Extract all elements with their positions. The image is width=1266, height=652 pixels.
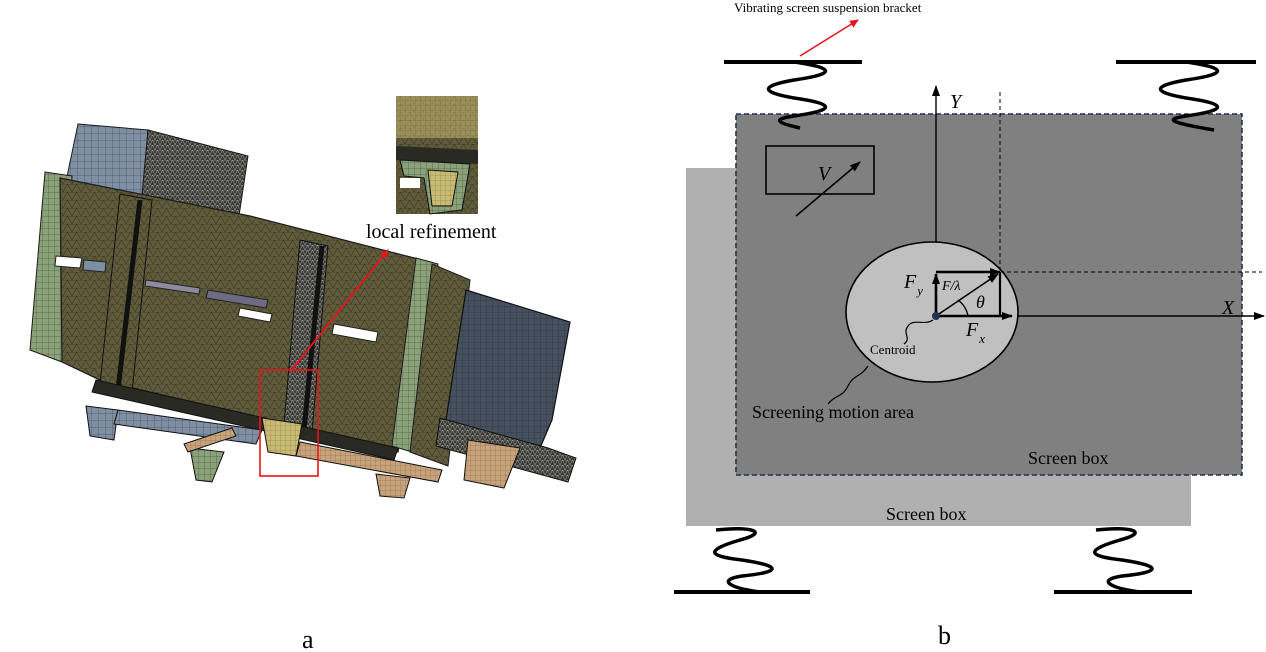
vector-v-label: V bbox=[818, 163, 833, 185]
screen-box-front-label: Screen box bbox=[1028, 448, 1108, 468]
mesh-slot-4 bbox=[237, 307, 273, 323]
theta-label: θ bbox=[976, 292, 985, 312]
mesh-lower-brace-2 bbox=[183, 427, 237, 453]
vector-v-box bbox=[765, 145, 875, 195]
spring-bottom-left bbox=[674, 526, 810, 594]
mesh-slot-2 bbox=[144, 279, 201, 295]
callout-local-refinement: local refinement bbox=[366, 221, 497, 243]
mesh-support-leg-2 bbox=[189, 447, 225, 483]
mesh-slot-1 bbox=[54, 255, 83, 269]
centroid-point bbox=[932, 312, 940, 320]
centroid-leader bbox=[903, 319, 934, 345]
centroid-label: Centroid bbox=[870, 342, 916, 357]
panel-a-mesh-model bbox=[29, 123, 577, 499]
x-axis-label: X bbox=[1221, 297, 1235, 319]
mesh-stiffener-right-edge bbox=[301, 245, 325, 431]
mesh-slot-1b bbox=[82, 259, 107, 273]
force-x-label: Fx bbox=[965, 319, 985, 346]
refinement-highlight-box bbox=[259, 369, 319, 477]
refinement-callout-arrow bbox=[289, 249, 389, 373]
motion-area-label: Screening motion area bbox=[752, 402, 914, 422]
motion-area-leader bbox=[827, 365, 869, 405]
mesh-stiffener-left-edge bbox=[115, 199, 143, 391]
mesh-support-leg-1 bbox=[85, 405, 119, 441]
y-axis-label: Y bbox=[950, 91, 963, 113]
mesh-lower-brace-4 bbox=[463, 439, 521, 489]
refinement-inset bbox=[396, 96, 478, 215]
panel-b-label: b bbox=[938, 621, 951, 650]
mesh-slot-5 bbox=[331, 323, 379, 343]
mesh-right-frame bbox=[409, 263, 471, 467]
vector-v-arrow bbox=[795, 161, 861, 217]
bracket-callout-arrow bbox=[799, 19, 859, 57]
mesh-slot-3 bbox=[205, 289, 269, 309]
panel-a-label: a bbox=[302, 625, 314, 652]
spring-top-right bbox=[1116, 60, 1256, 132]
screen-box-back-label: Screen box bbox=[886, 504, 966, 524]
theta-arc bbox=[957, 299, 969, 317]
mesh-support-leg-3 bbox=[261, 417, 303, 457]
mesh-lower-brace-3 bbox=[295, 441, 443, 483]
bracket-label: Vibrating screen suspension bracket bbox=[734, 0, 922, 15]
resultant-force-vector bbox=[935, 273, 999, 317]
mesh-support-leg-4 bbox=[375, 473, 411, 499]
force-y-label: Fy bbox=[903, 271, 923, 298]
screening-motion-area bbox=[845, 241, 1019, 383]
spring-bottom-right bbox=[1054, 526, 1192, 594]
force-ratio-label: F/λ bbox=[941, 279, 961, 294]
spring-top-left bbox=[724, 60, 862, 130]
mesh-motor-block bbox=[445, 289, 571, 449]
